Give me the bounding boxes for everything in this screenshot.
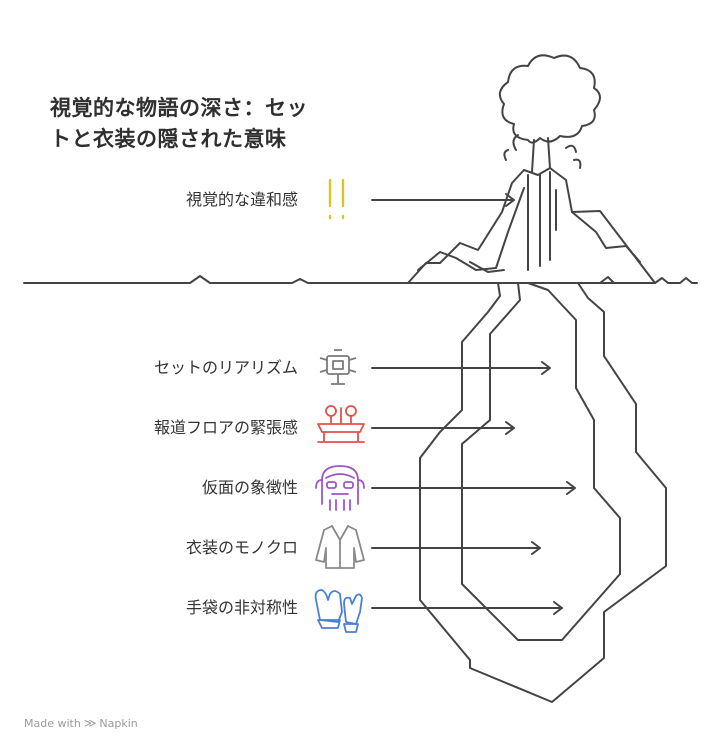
robe-icon [315, 525, 365, 569]
label-set-realism: セットのリアリズム [153, 358, 298, 377]
splash-right [565, 144, 582, 169]
diagram-title: 視覚的な物語の深さ：セッ トと衣装の隠された意味 [50, 93, 308, 155]
napkin-logo-icon: ≫ [83, 716, 97, 730]
volcano-ridge-left [417, 187, 525, 271]
chamber-inner [461, 282, 621, 641]
label-mask-symbolism: 仮面の象徴性 [201, 478, 298, 497]
arrow-2 [371, 421, 515, 435]
arrow-0 [371, 193, 515, 207]
volcano-ridge-small [469, 261, 505, 273]
title-line-1: 視覚的な物語の深さ：セッ [50, 96, 308, 120]
footer-brand: Napkin [99, 716, 138, 730]
smoke-stem [531, 137, 551, 173]
gloves-icon [314, 589, 363, 633]
arrow-3 [371, 481, 576, 495]
footer-made-with: Made with [24, 716, 81, 730]
label-costume-monochrome: 衣装のモノクロ [185, 538, 298, 557]
arrow-5 [371, 601, 563, 615]
title-line-2: トと衣装の隠された意味 [50, 127, 287, 151]
label-newsroom-tension: 報道フロアの緊張感 [153, 418, 298, 437]
volcano-outline [407, 167, 656, 284]
newsroom-microphone-icon [317, 405, 365, 443]
arrows [371, 193, 576, 615]
label-glove-asymmetry: 手袋の非対称性 [185, 598, 298, 617]
mask-icon [315, 465, 365, 511]
arrow-1 [371, 361, 551, 375]
smoke-cloud [498, 54, 601, 144]
exclamation-icon [328, 178, 345, 220]
chamber-outer [419, 282, 667, 703]
arrow-4 [371, 541, 541, 555]
label-visual-discomfort: 視覚的な違和感 [185, 190, 298, 209]
ground-line [23, 275, 698, 284]
footer-attribution: Made with ≫ Napkin [24, 716, 138, 730]
splash-left [503, 134, 519, 161]
volcano-ridge-right [571, 211, 641, 263]
film-set-light-icon [319, 349, 357, 385]
